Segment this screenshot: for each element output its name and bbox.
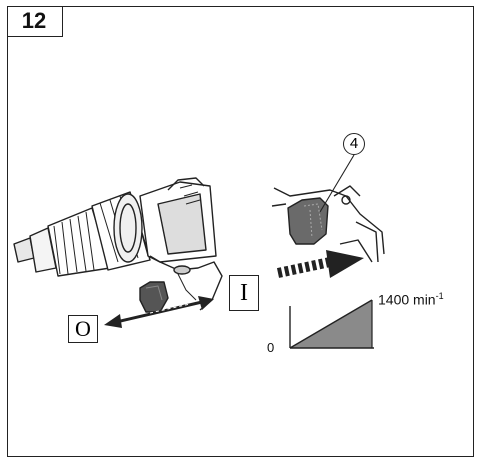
figure-number: 12 xyxy=(21,8,47,33)
speed-max-label: 1400 min-1 xyxy=(378,291,444,308)
double-arrow-icon xyxy=(104,296,214,328)
speed-max-value: 1400 min xyxy=(378,291,436,308)
callout-number: 4 xyxy=(343,133,365,155)
figure-number-box xyxy=(7,6,63,37)
speed-min-label: 0 xyxy=(267,340,275,355)
on-position-label: I xyxy=(229,275,259,311)
press-arrow-icon xyxy=(276,250,364,278)
drill-illustration xyxy=(13,177,223,313)
figure-frame xyxy=(7,6,474,457)
trigger-switch-illustration xyxy=(271,154,385,263)
speed-ramp-graph xyxy=(289,299,374,349)
off-position-label: O xyxy=(68,315,98,343)
speed-max-exponent: -1 xyxy=(435,291,444,301)
